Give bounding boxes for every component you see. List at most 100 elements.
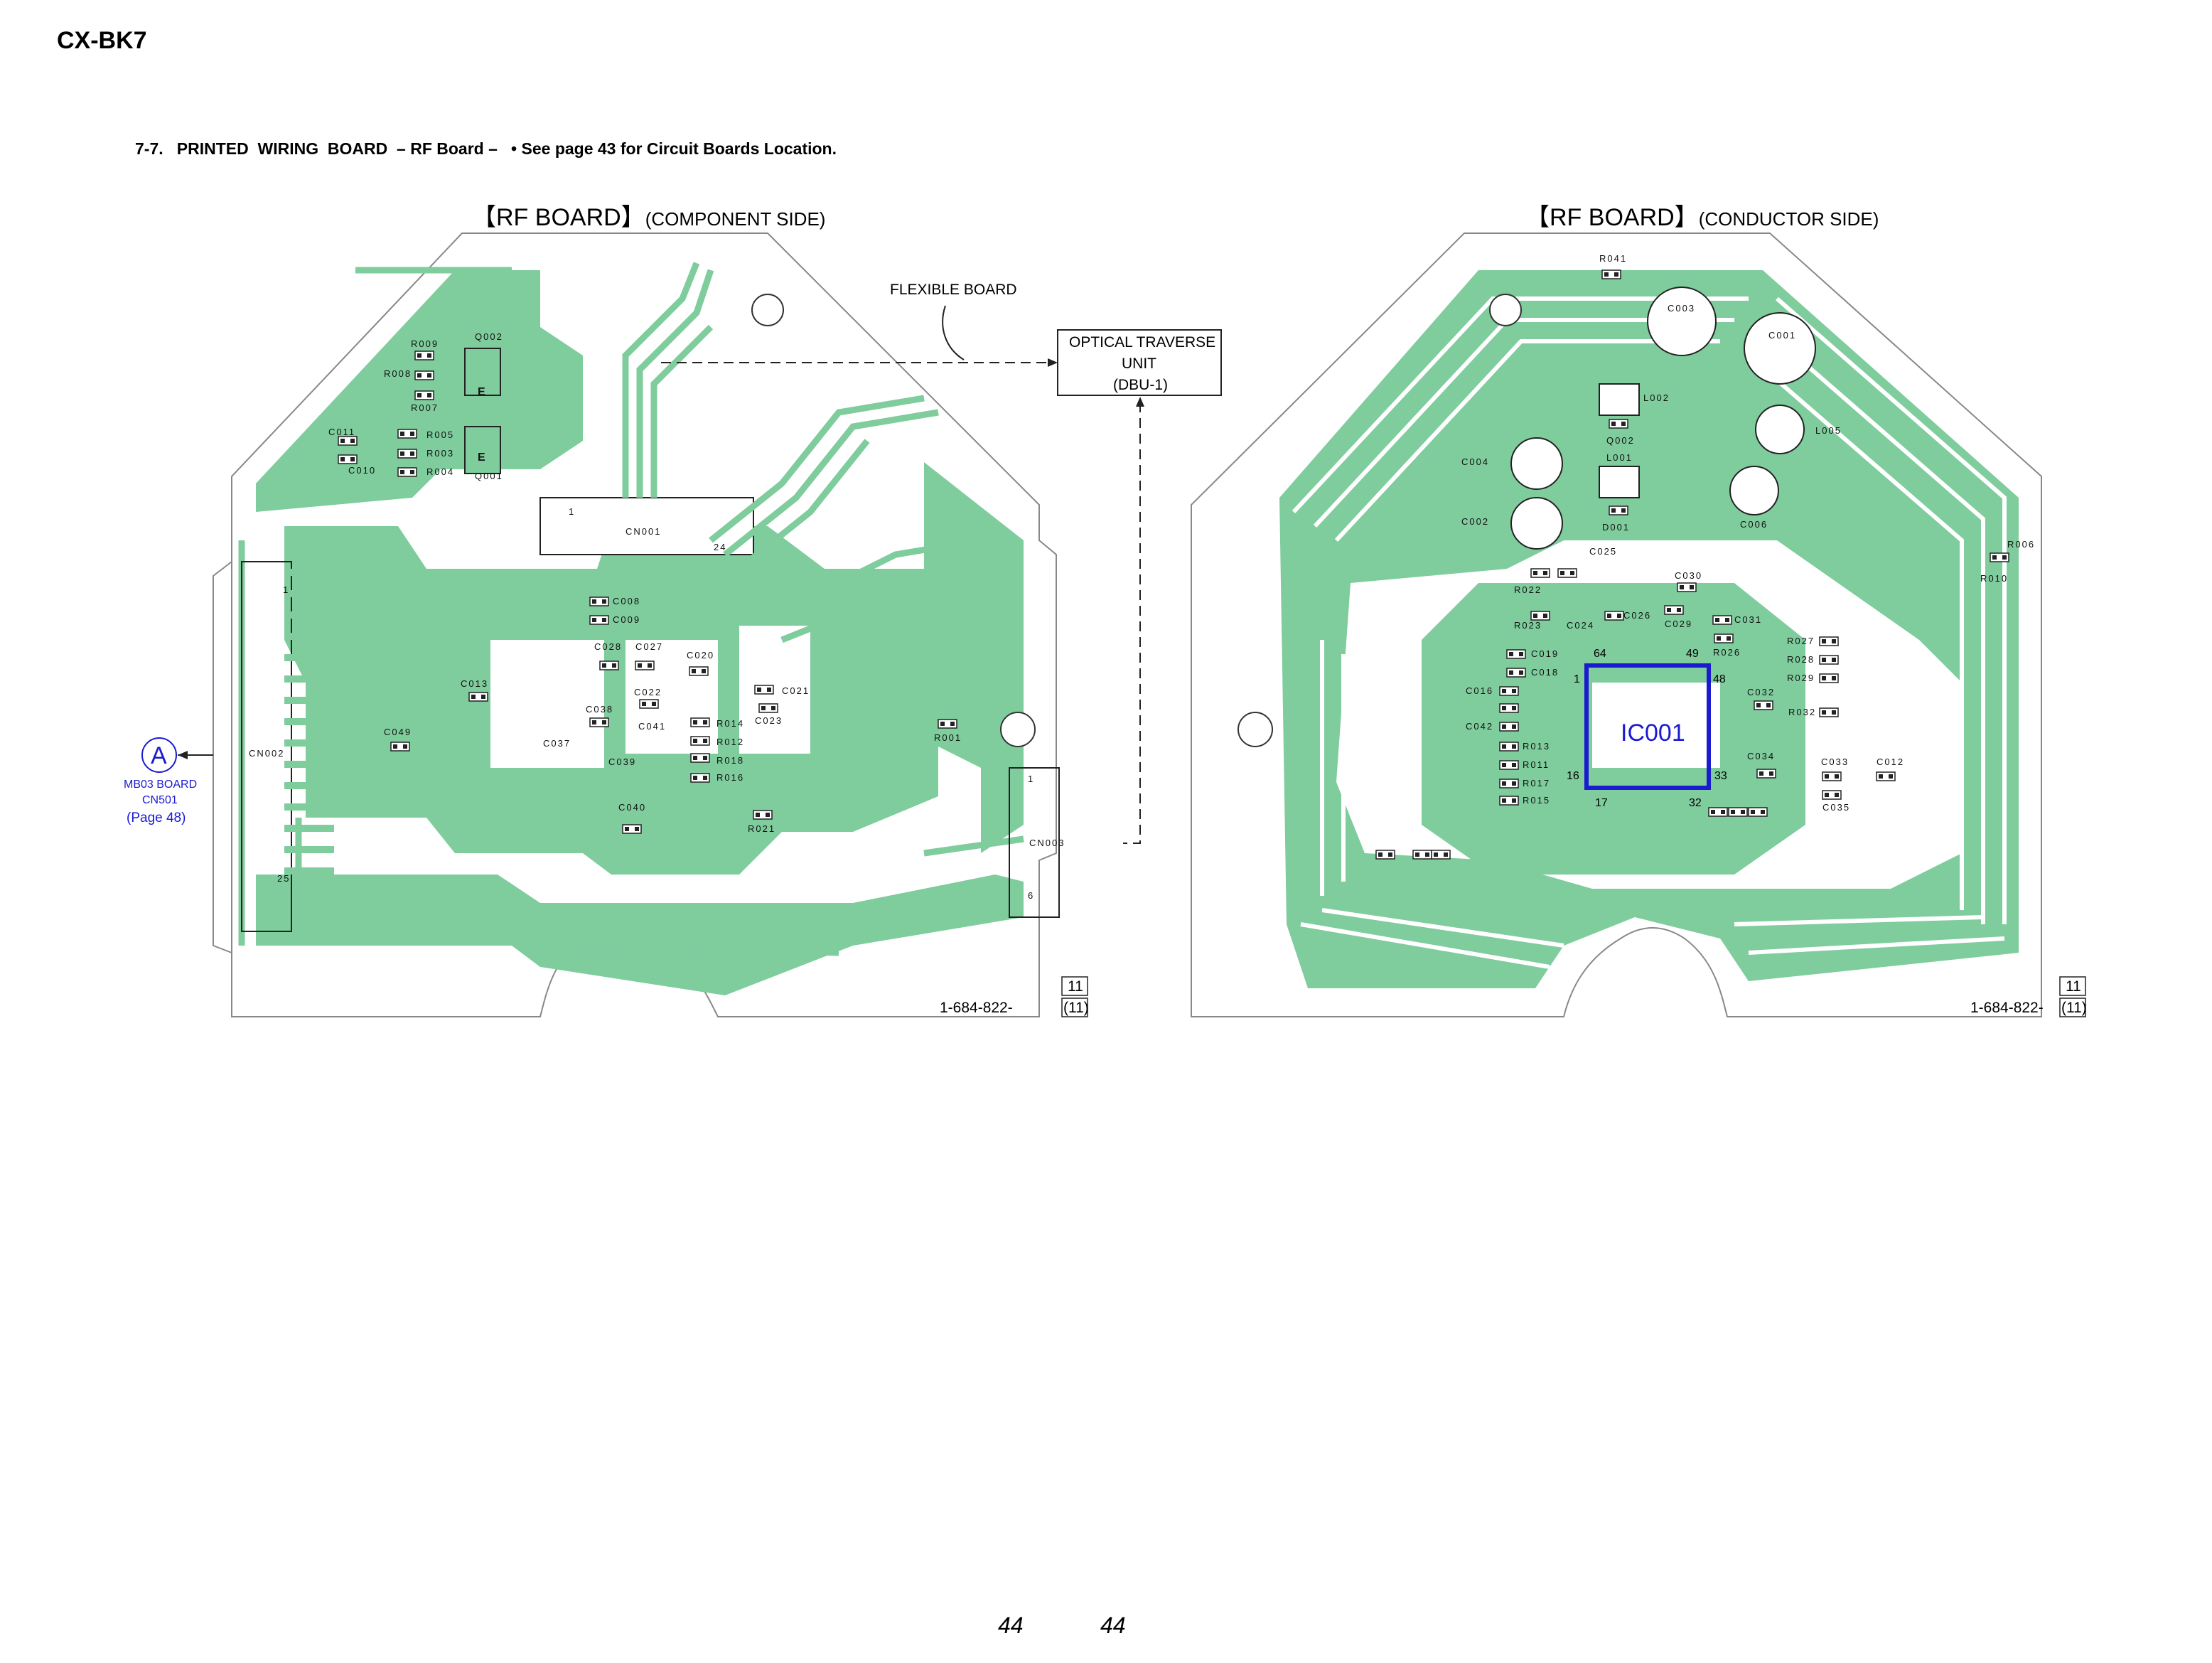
ic001-label: IC001 — [1621, 720, 1685, 747]
l002-coil — [1599, 383, 1640, 416]
svg-text:R012: R012 — [716, 737, 744, 747]
left-rev-box-bottom — [1061, 998, 1088, 1017]
svg-text:Q002: Q002 — [1606, 435, 1635, 446]
l005-coil — [1755, 405, 1805, 454]
svg-text:C018: C018 — [1531, 667, 1559, 678]
svg-text:C034: C034 — [1747, 751, 1775, 761]
ic-pin-1: 1 — [1574, 673, 1580, 685]
c004-capacitor — [1510, 437, 1563, 490]
svg-text:C021: C021 — [782, 685, 810, 696]
ic-pin-32: 32 — [1689, 797, 1702, 809]
svg-text:R029: R029 — [1787, 673, 1815, 683]
svg-text:C008: C008 — [613, 596, 640, 606]
svg-text:C004: C004 — [1461, 456, 1489, 467]
svg-text:24: 24 — [714, 542, 726, 552]
right-rev-bottom: (11) — [2061, 1000, 2087, 1016]
ic001-outline — [1584, 663, 1711, 790]
optical-arrowhead — [1136, 397, 1144, 407]
left-copper-main — [284, 526, 938, 875]
svg-text:R011: R011 — [1523, 759, 1550, 770]
right-board-number: 1-684-822- — [1970, 1000, 2044, 1016]
connector-a-arrowhead — [178, 751, 188, 759]
svg-text:CN002: CN002 — [249, 748, 284, 759]
svg-text:C035: C035 — [1822, 802, 1850, 813]
svg-text:C026: C026 — [1623, 610, 1651, 621]
cn001-connector — [539, 497, 754, 555]
left-rev-top: 11 — [1068, 978, 1083, 995]
ic-pin-48: 48 — [1713, 673, 1726, 685]
right-rev-box-bottom — [2059, 998, 2086, 1017]
ic-pin-64: 64 — [1594, 648, 1606, 660]
svg-text:C030: C030 — [1675, 570, 1702, 581]
c006-capacitor — [1729, 466, 1779, 515]
optical-unit-box — [1057, 329, 1222, 396]
svg-text:6: 6 — [1028, 890, 1034, 901]
svg-text:C009: C009 — [613, 614, 640, 625]
flexible-board-pointer — [942, 305, 965, 360]
svg-text:C027: C027 — [635, 641, 663, 652]
model-name: CX-BK7 — [57, 27, 147, 54]
svg-text:D001: D001 — [1602, 522, 1630, 533]
connector-a-pin: CN501 — [142, 794, 178, 806]
svg-text:C028: C028 — [594, 641, 622, 652]
connector-a-page: (Page 48) — [127, 811, 186, 825]
optical-dashed-line — [1123, 402, 1141, 844]
svg-text:C033: C033 — [1821, 756, 1849, 767]
svg-text:C003: C003 — [1668, 303, 1695, 314]
svg-text:R021: R021 — [748, 823, 775, 834]
c001-capacitor — [1744, 312, 1816, 385]
svg-text:C029: C029 — [1665, 619, 1692, 629]
svg-text:C001: C001 — [1768, 330, 1796, 341]
svg-text:C039: C039 — [608, 756, 636, 767]
svg-text:R016: R016 — [716, 772, 744, 783]
svg-text:R004: R004 — [426, 466, 454, 477]
q001-transistor — [464, 426, 501, 474]
svg-text:Q002: Q002 — [475, 331, 503, 342]
svg-text:R007: R007 — [411, 402, 439, 413]
svg-text:C016: C016 — [1466, 685, 1493, 696]
svg-text:C024: C024 — [1567, 620, 1594, 631]
svg-text:C042: C042 — [1466, 721, 1493, 732]
svg-text:C038: C038 — [586, 704, 613, 715]
c003-capacitor — [1647, 287, 1717, 356]
svg-text:R003: R003 — [426, 448, 454, 459]
svg-text:R015: R015 — [1523, 795, 1550, 806]
svg-text:C040: C040 — [618, 802, 646, 813]
svg-text:R018: R018 — [716, 755, 744, 766]
svg-text:R022: R022 — [1514, 584, 1542, 595]
ic-pin-49: 49 — [1686, 648, 1699, 660]
svg-text:C010: C010 — [348, 465, 376, 476]
svg-text:1: 1 — [569, 506, 575, 517]
optical-unit-line1: OPTICAL TRAVERSE — [1069, 334, 1215, 351]
left-copper-right — [924, 462, 1024, 853]
svg-text:R008: R008 — [384, 368, 412, 379]
connector-a-board: MB03 BOARD — [124, 779, 197, 791]
svg-text:R026: R026 — [1713, 647, 1741, 658]
optical-unit-line3: (DBU-1) — [1113, 377, 1168, 393]
ic-pin-17: 17 — [1595, 797, 1608, 809]
l001-coil — [1599, 466, 1640, 498]
svg-text:R041: R041 — [1599, 253, 1627, 264]
svg-text:C031: C031 — [1734, 614, 1762, 625]
right-mount-hole-2 — [1237, 712, 1273, 747]
left-board-number: 1-684-822- — [940, 1000, 1013, 1016]
svg-text:R028: R028 — [1787, 654, 1815, 665]
left-board-edge-tab — [213, 561, 232, 953]
right-rev-top: 11 — [2066, 978, 2081, 995]
svg-text:L002: L002 — [1643, 392, 1670, 403]
svg-text:R017: R017 — [1523, 778, 1550, 788]
ic001-pin-labels: 64 49 48 1 16 33 17 32 — [1567, 648, 1727, 809]
svg-text:CN001: CN001 — [626, 526, 661, 537]
svg-text:E: E — [478, 386, 487, 398]
left-board-title: 【RF BOARD】(COMPONENT SIDE) — [472, 198, 825, 232]
ic-pin-33: 33 — [1714, 770, 1727, 782]
svg-text:C037: C037 — [543, 738, 571, 749]
svg-text:C019: C019 — [1531, 648, 1559, 659]
c002-capacitor — [1510, 497, 1563, 550]
svg-text:L001: L001 — [1606, 452, 1633, 463]
left-mount-hole-2 — [1000, 712, 1036, 747]
svg-text:C032: C032 — [1747, 687, 1775, 697]
svg-text:1: 1 — [283, 584, 289, 595]
